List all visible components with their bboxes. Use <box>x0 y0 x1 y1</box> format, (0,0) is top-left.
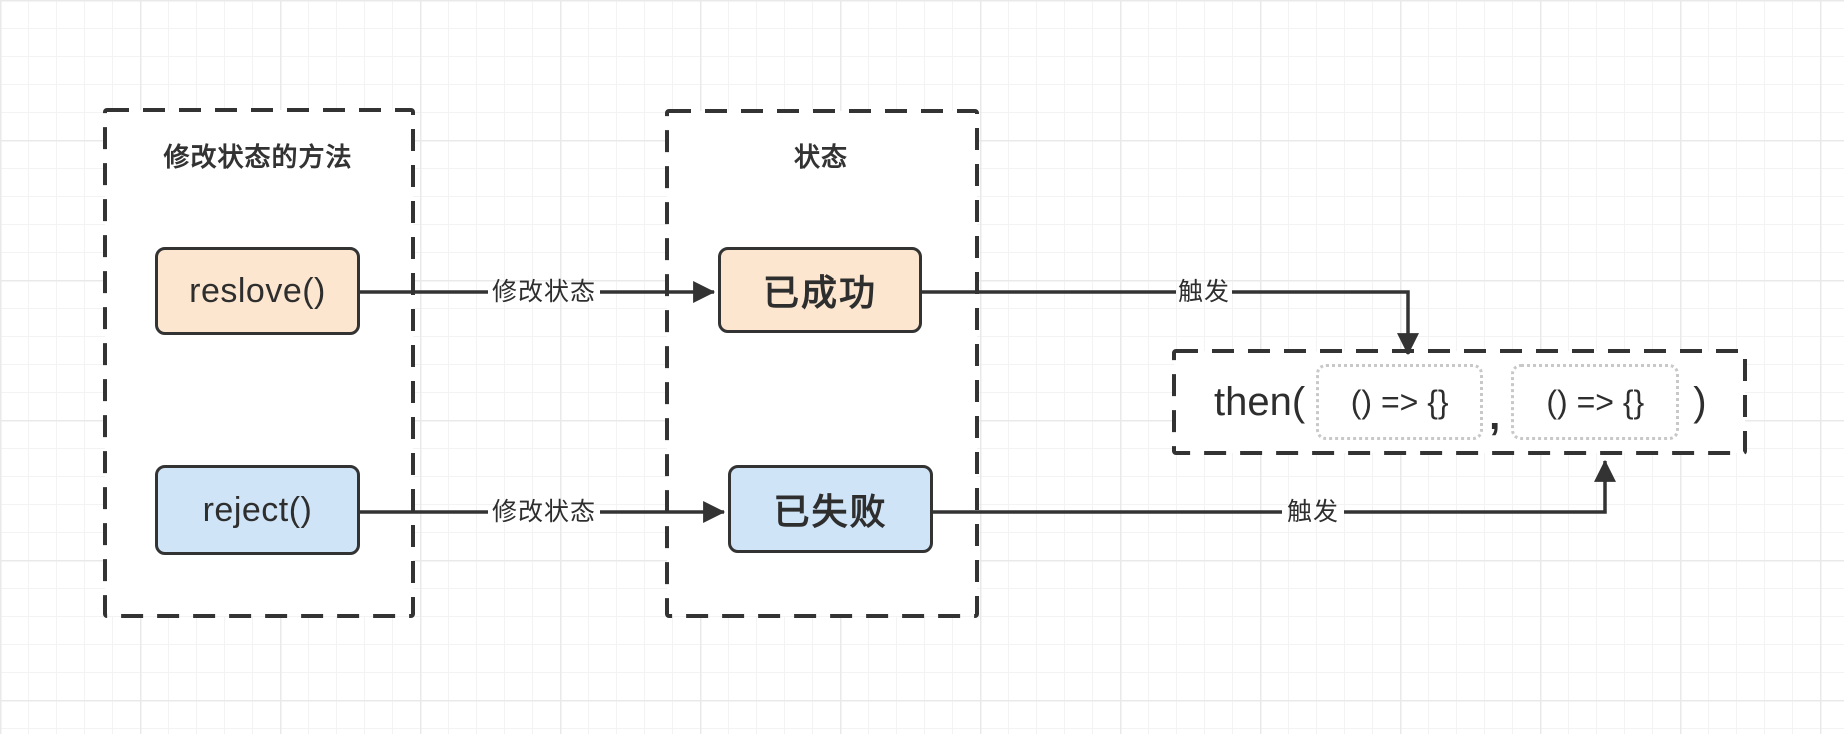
edge-label-modify-state-bottom: 修改状态 <box>491 498 596 526</box>
then-separator: , <box>1489 393 1501 438</box>
then-expression: then( () => {} , () => {} ) <box>1172 349 1747 455</box>
then-prefix: then( <box>1214 379 1306 424</box>
edge-fulfilled-then-arrow <box>1232 290 1419 356</box>
node-fulfilled: 已成功 <box>718 247 922 333</box>
node-reject-label: reject() <box>202 490 313 529</box>
then-callback-2-label: () => {} <box>1546 383 1645 420</box>
edge-label-modify-state-top: 修改状态 <box>491 278 596 306</box>
then-suffix: ) <box>1693 379 1707 424</box>
methods-group-title: 修改状态的方法 <box>163 142 353 172</box>
edge-label-trigger-bottom: 触发 <box>1286 498 1339 526</box>
edge-label-trigger-top: 触发 <box>1177 278 1230 306</box>
node-fulfilled-label: 已成功 <box>762 272 877 313</box>
node-rejected: 已失败 <box>728 465 933 553</box>
node-reject: reject() <box>155 465 360 555</box>
node-rejected-label: 已失败 <box>773 491 888 532</box>
then-callback-1-label: () => {} <box>1350 383 1449 420</box>
node-resolve: reslove() <box>155 247 360 335</box>
states-group-title: 状态 <box>793 142 848 172</box>
then-callback-1-slot: () => {} <box>1316 364 1484 440</box>
edge-rejected-then-arrow <box>1344 459 1616 514</box>
then-callback-2-slot: () => {} <box>1511 364 1680 440</box>
node-resolve-label: reslove() <box>189 271 326 310</box>
